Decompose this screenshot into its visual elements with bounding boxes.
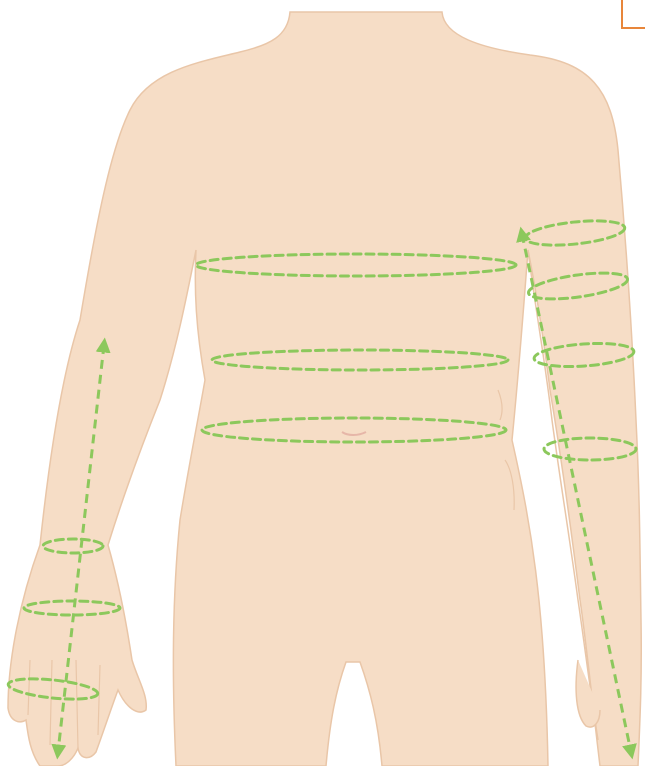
corner-bracket <box>621 0 645 29</box>
body-silhouette <box>8 12 641 766</box>
torso <box>8 12 641 766</box>
